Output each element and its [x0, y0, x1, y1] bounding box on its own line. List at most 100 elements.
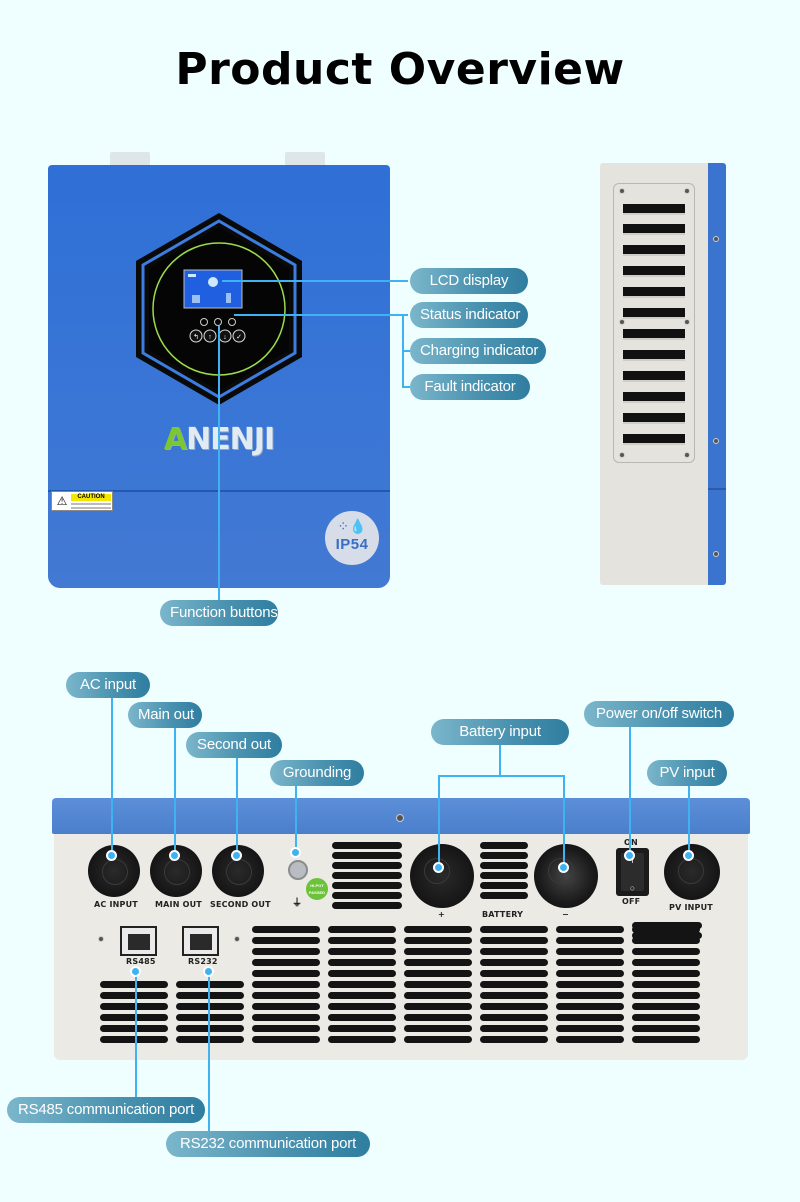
callout-dot [231, 850, 242, 861]
callout-line-ac-input [111, 697, 113, 857]
vent-slot [404, 1014, 472, 1021]
callout-line-main-out [174, 727, 176, 857]
status-led [200, 318, 208, 326]
esc-button [189, 329, 203, 343]
vent-slot [328, 1014, 396, 1021]
brand-logo: AANENJINENJI [163, 422, 275, 457]
callout-dot [203, 966, 214, 977]
callout-line-second-out [236, 757, 238, 857]
vent-slot [252, 1003, 320, 1010]
vent-slot [556, 926, 624, 933]
vent-slot [480, 1003, 548, 1010]
callout-pv-input: PV input [647, 760, 727, 786]
vent-slot [632, 970, 700, 977]
rs485-port [120, 926, 157, 956]
vent-slot [404, 926, 472, 933]
vent-slot [632, 948, 700, 955]
callout-grounding: Grounding [270, 760, 364, 786]
vent-slot [556, 1036, 624, 1043]
inverter-bottom-view: AC INPUT MAIN OUT SECOND OUT HI-POT PASS… [52, 798, 750, 1062]
vent-slot [404, 992, 472, 999]
hipot-passed-sticker: HI-POT PASSED [306, 878, 328, 900]
vent-slot [556, 937, 624, 944]
vent-slot [252, 959, 320, 966]
callout-line-charging [402, 350, 410, 352]
callout-power-switch: Power on/off switch [584, 701, 734, 727]
vent-slot [100, 1036, 168, 1043]
vent-slot [252, 948, 320, 955]
vent-slot [252, 1036, 320, 1043]
vent-slot [328, 1025, 396, 1032]
callout-line-battery-bracket [438, 775, 564, 777]
vent-slot [480, 981, 548, 988]
callout-status-indicator: Status indicator [410, 302, 528, 328]
front-top-bracket [110, 152, 150, 166]
vent-slot [404, 948, 472, 955]
vent-slot [480, 1025, 548, 1032]
callout-line-power-switch [629, 726, 631, 856]
callout-rs485-port: RS485 communication port [7, 1097, 205, 1123]
vent-slot [632, 992, 700, 999]
vent-slot [556, 1014, 624, 1021]
callout-rs232-port: RS232 communication port [166, 1131, 370, 1157]
power-switch[interactable]: I○ [616, 848, 649, 896]
vent-slot [404, 959, 472, 966]
callout-ac-input: AC input [66, 672, 150, 698]
vent-slot [556, 981, 624, 988]
svg-text:↓: ↓ [223, 334, 227, 341]
vent-slot [176, 1003, 244, 1010]
vent-slot [328, 992, 396, 999]
callout-line-pv-input [688, 784, 690, 856]
vent-slot [632, 959, 700, 966]
callout-line-fault [402, 386, 410, 388]
vent-slot [632, 1003, 700, 1010]
side-vent-panel [613, 183, 695, 463]
vent-slot [252, 937, 320, 944]
callout-line-battery [499, 744, 501, 776]
enter-button [232, 329, 246, 343]
callout-main-out: Main out [128, 702, 202, 728]
vent-slot [480, 926, 548, 933]
vent-slot [480, 937, 548, 944]
vent-slot [632, 1036, 700, 1043]
page-title: Product Overview [175, 44, 625, 95]
vent-slot [404, 1025, 472, 1032]
vent-slot [480, 1014, 548, 1021]
vent-slot [328, 1036, 396, 1043]
callout-line-status [234, 314, 408, 316]
up-button [203, 329, 217, 343]
vent-slot [328, 948, 396, 955]
vent-slot [480, 992, 548, 999]
callout-line-buttons [218, 326, 220, 600]
vent-slot [556, 959, 624, 966]
vent-slot [556, 992, 624, 999]
caution-label: ⚠ CAUTION [51, 491, 113, 511]
vent-slot [100, 1003, 168, 1010]
vent-slot [252, 970, 320, 977]
vent-slot [252, 992, 320, 999]
vent-slot [328, 926, 396, 933]
vent-slot [632, 1025, 700, 1032]
callout-line-battery-minus [563, 775, 565, 869]
vent-slot [328, 959, 396, 966]
ip54-badge: ⁘💧 IP54 [325, 511, 379, 565]
vent-slot [556, 1025, 624, 1032]
vent-slot [100, 1014, 168, 1021]
vent-slot [480, 948, 548, 955]
vent-slot [328, 1003, 396, 1010]
vent-slot [100, 981, 168, 988]
svg-text:✓: ✓ [236, 334, 242, 341]
callout-line-rs485 [135, 970, 137, 1098]
rs232-port [182, 926, 219, 956]
vent-slot [404, 1003, 472, 1010]
vent-slot [252, 1025, 320, 1032]
ground-symbol-icon: ⏚ [292, 898, 303, 909]
vent-slot [480, 970, 548, 977]
vent-slot [100, 1025, 168, 1032]
grounding-bolt [288, 860, 308, 880]
vent-slot [556, 948, 624, 955]
callout-line-lcd [222, 280, 408, 282]
callout-dot [433, 862, 444, 873]
charging-led [214, 318, 222, 326]
callout-second-out: Second out [186, 732, 282, 758]
